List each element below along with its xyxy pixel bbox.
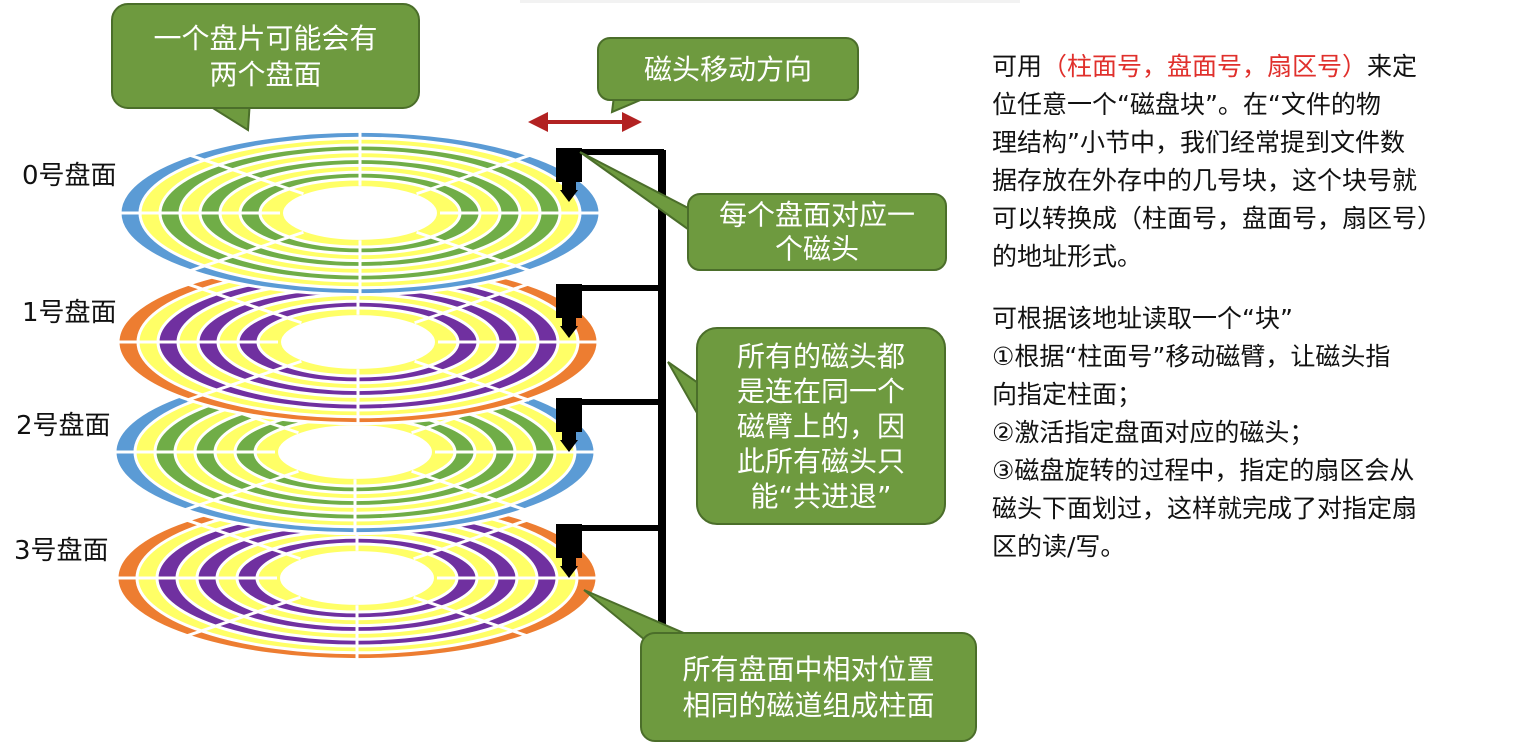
- platter-0: [118, 129, 602, 297]
- platter-label-3: 3号盘面: [14, 536, 109, 566]
- p1-address-tuple: （柱面号，盘面号，扇区号）: [1042, 52, 1368, 81]
- p2-line-6: 区的读/写。: [992, 532, 1126, 561]
- callout-same-arm-line-3: 此所有磁头只: [737, 445, 905, 478]
- platter-label-2: 2号盘面: [16, 411, 111, 441]
- p1-line-5: 的地址形式。: [992, 242, 1143, 271]
- callout-cylinder-line-1: 相同的磁道组成柱面: [682, 689, 934, 722]
- explanation-paragraph-2: 可根据该地址读取一个“块” ①根据“柱面号”移动磁臂，让磁头指 向指定柱面； ②…: [992, 300, 1522, 566]
- explanation-paragraph-1: 可用（柱面号，盘面号，扇区号）来定 位任意一个“磁盘块”。在“文件的物 理结构”…: [992, 48, 1522, 276]
- platter-stack: [113, 129, 602, 662]
- p1-line-2: 理结构”小节中，我们经常提到文件数: [992, 128, 1405, 157]
- callout-move-direction: 磁头移动方向: [597, 37, 859, 114]
- p2-line-3: ②激活指定盘面对应的磁头；: [992, 418, 1315, 447]
- callout-same-arm-line-2: 磁臂上的，因: [737, 410, 905, 443]
- callout-move-direction-line-0: 磁头移动方向: [644, 53, 812, 86]
- p1-line-4: 可以转换成（柱面号，盘面号，扇区号）: [992, 204, 1443, 233]
- read-head-0: [556, 148, 664, 202]
- top-divider: [520, 0, 1020, 3]
- callout-same-arm-line-1: 是连在同一个: [737, 375, 905, 408]
- callout-cylinder-line-0: 所有盘面中相对位置: [682, 653, 934, 686]
- platter-1: [116, 258, 600, 426]
- p1-line-1: 位任意一个“磁盘块”。在“文件的物: [992, 90, 1381, 119]
- platter-label-1: 1号盘面: [22, 298, 117, 328]
- callout-one-head-per-surface-line-0: 每个盘面对应一: [719, 199, 915, 232]
- p2-line-1: ①根据“柱面号”移动磁臂，让磁头指: [992, 342, 1391, 371]
- p2-line-4: ③磁盘旋转的过程中，指定的扇区会从: [992, 456, 1415, 485]
- platter-label-0: 0号盘面: [22, 161, 117, 191]
- callout-same-arm-line-4: 能“共进退”: [750, 480, 891, 513]
- callout-same-arm-line-0: 所有的磁头都: [737, 340, 905, 373]
- read-head-3: [556, 524, 664, 578]
- platter-3: [115, 494, 599, 662]
- read-head-1: [556, 284, 664, 338]
- p1-line-3: 据存放在外存中的几号块，这个块号就: [992, 166, 1418, 195]
- p2-line-2: 向指定柱面；: [992, 380, 1143, 409]
- p2-line-5: 磁头下面划过，这样就完成了对指定扇: [992, 494, 1418, 523]
- p1-prefix: 可用: [992, 52, 1043, 81]
- read-head-2: [556, 398, 664, 452]
- callout-one-head-per-surface-line-1: 个磁头: [775, 233, 859, 266]
- actuator-arm: [556, 148, 666, 628]
- movement-arrow: [528, 112, 642, 132]
- callout-two-surfaces-line-1: 两个盘面: [209, 58, 321, 91]
- callout-two-surfaces-line-0: 一个盘片可能会有: [153, 22, 377, 55]
- p2-line-0: 可根据该地址读取一个“块”: [992, 304, 1293, 333]
- p1-line-0: 来定: [1367, 52, 1418, 81]
